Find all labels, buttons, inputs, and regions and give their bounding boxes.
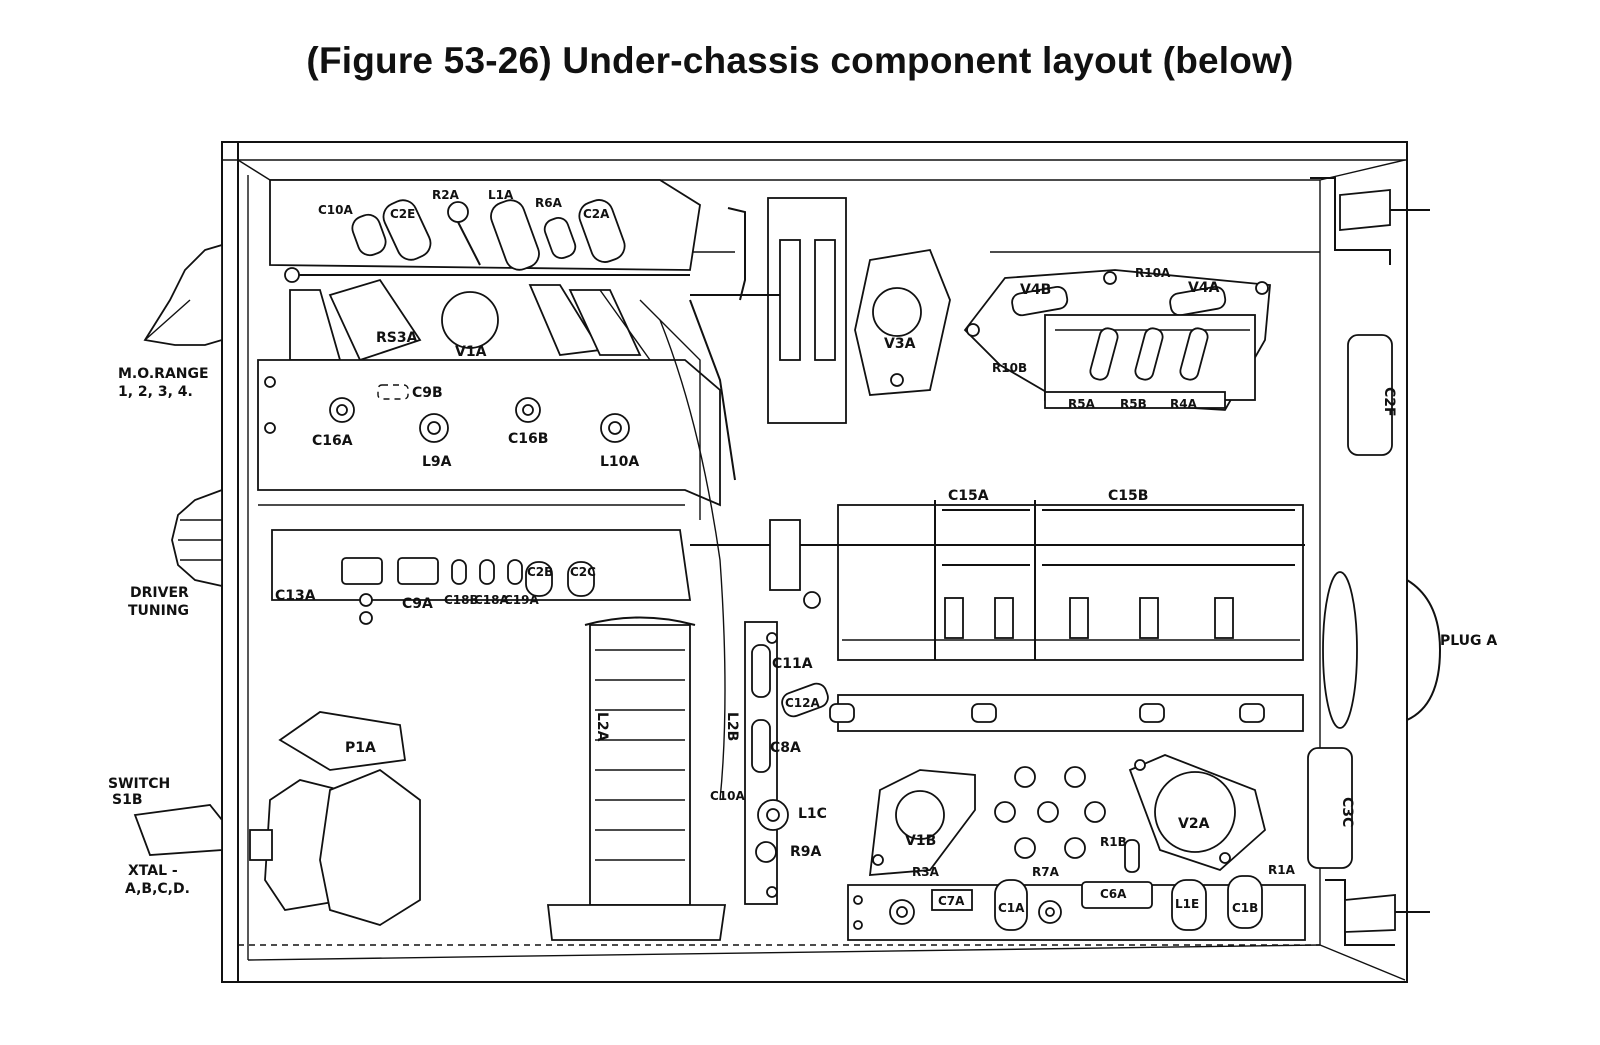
tube-socket-v1b — [868, 769, 976, 876]
label-c16a: C16A — [312, 433, 353, 449]
label-c19a: C19A — [504, 593, 540, 607]
label-l1a: L1A — [488, 188, 514, 202]
label-c10a-small: C10A — [710, 789, 746, 803]
label-v4b: V4B — [1020, 282, 1051, 298]
label-driver-line1: DRIVER — [130, 585, 189, 601]
label-r2a: R2A — [432, 188, 460, 202]
strip-c12a — [781, 682, 1304, 732]
plug-a — [1322, 571, 1442, 729]
label-l10a: L10A — [600, 454, 639, 470]
switch-p1a — [249, 711, 421, 926]
label-c2c: C2C — [570, 565, 596, 579]
label-c9a: C9A — [402, 596, 433, 612]
label-xtal-line1: XTAL - — [128, 863, 178, 879]
label-c2a: C2A — [583, 207, 610, 221]
tube-board-v4 — [963, 269, 1271, 411]
label-c9b: C9B — [412, 385, 443, 401]
label-l1c: L1C — [798, 806, 827, 822]
label-c2f: C2F — [1381, 387, 1397, 417]
label-xtal-line2: A,B,C,D. — [125, 881, 190, 897]
label-l9a: L9A — [422, 454, 452, 470]
label-mo-range-line2: 1, 2, 3, 4. — [118, 384, 193, 400]
label-r1a: R1A — [1268, 863, 1296, 877]
label-c7a: C7A — [938, 894, 965, 908]
label-c8a: C8A — [770, 740, 801, 756]
label-c2e: C2E — [390, 207, 415, 221]
label-c15b: C15B — [1108, 488, 1148, 504]
switch-s1b-tab — [133, 804, 223, 856]
label-r4a: R4A — [1170, 397, 1198, 411]
label-c3c: C3C — [1339, 797, 1355, 827]
mounting-bracket-bottom — [1325, 879, 1430, 946]
label-rs3a: RS3A — [376, 330, 418, 346]
label-c1b: C1B — [1232, 901, 1258, 915]
label-l2b: L2B — [724, 712, 740, 741]
capacitor-c2f-body — [1347, 334, 1393, 456]
label-c16b: C16B — [508, 431, 548, 447]
label-v1a: V1A — [455, 344, 487, 360]
label-r3a: R3A — [912, 865, 940, 879]
label-plug-a: PLUG A — [1440, 633, 1497, 649]
label-r10b: R10B — [992, 361, 1027, 375]
label-switch-line2: S1B — [112, 792, 143, 808]
mo-range-switch-assembly — [269, 179, 701, 362]
label-c18a: C18A — [474, 593, 510, 607]
label-c15a: C15A — [948, 488, 989, 504]
label-r9a: R9A — [790, 844, 822, 860]
capacitor-c3c-body — [1307, 747, 1353, 869]
label-r7a: R7A — [1032, 865, 1060, 879]
label-c11a: C11A — [772, 656, 813, 672]
label-l1e: L1E — [1175, 897, 1199, 911]
label-c18b: C18B — [444, 593, 479, 607]
label-r10a: R10A — [1135, 266, 1171, 280]
label-r6a: R6A — [535, 196, 563, 210]
label-r5b: R5B — [1120, 397, 1147, 411]
variable-capacitor-c15 — [690, 500, 1305, 661]
label-l2a: L2A — [594, 712, 610, 742]
mounting-bracket-top — [1310, 177, 1430, 265]
tube-socket-v2a — [1128, 754, 1267, 872]
label-switch-line1: SWITCH — [108, 776, 170, 792]
label-r1b: R1B — [1100, 835, 1127, 849]
driver-tuning-knob — [171, 488, 223, 588]
label-c13a: C13A — [275, 588, 316, 604]
label-r5a: R5A — [1068, 397, 1096, 411]
label-v2a: V2A — [1178, 816, 1210, 832]
label-p1a: P1A — [345, 740, 376, 756]
tube-socket-v7 — [994, 766, 1106, 859]
driver-tuning-panel — [257, 359, 721, 507]
strip-c11a-c8a — [744, 621, 789, 905]
label-mo-range-line1: M.O.RANGE — [118, 366, 209, 382]
label-driver-line2: TUNING — [128, 603, 189, 619]
label-c2b: C2B — [527, 565, 553, 579]
trimmer-strip-c13a — [271, 529, 692, 625]
tube-socket-v3a — [854, 248, 951, 396]
figure-title: (Figure 53-26) Under-chassis component l… — [306, 40, 1294, 81]
coil-l2 — [546, 616, 727, 941]
label-v4a: V4A — [1188, 280, 1220, 296]
label-c12a: C12A — [785, 696, 821, 710]
central-wafer-switch — [639, 197, 847, 801]
label-c10a: C10A — [318, 203, 354, 217]
label-c6a: C6A — [1100, 887, 1127, 901]
bottom-component-board — [847, 839, 1306, 941]
label-c1a: C1A — [998, 901, 1025, 915]
label-v1b: V1B — [905, 833, 936, 849]
label-v3a: V3A — [884, 336, 916, 352]
mo-range-knob — [143, 243, 223, 346]
